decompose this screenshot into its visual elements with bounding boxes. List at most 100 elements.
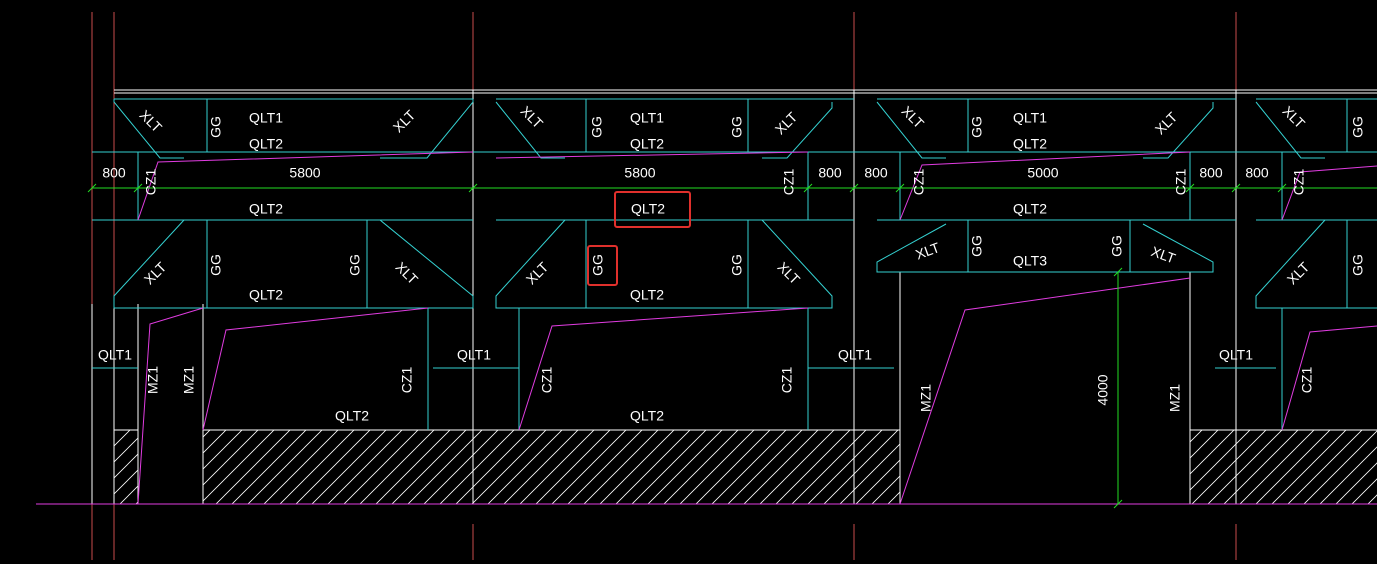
column-label-gg: GG	[1109, 235, 1125, 257]
wall-outlines	[91, 89, 1377, 504]
haunch-line	[1143, 102, 1214, 159]
opening-line	[495, 151, 809, 159]
haunch-label-xlt: XLT	[913, 239, 942, 263]
column-label-gg: GG	[1350, 116, 1366, 138]
beam-label-qlt2: QLT2	[249, 201, 283, 217]
column-label-cz1: CZ1	[779, 367, 795, 394]
dimension-label-5800: 5800	[289, 165, 320, 181]
haunch-label-xlt: XLT	[523, 258, 552, 287]
haunch-label-xlt: XLT	[390, 106, 419, 135]
column-label-cz1: CZ1	[539, 367, 555, 394]
haunch-label-xlt: XLT	[393, 259, 422, 288]
dimension-tick	[1113, 499, 1123, 509]
dimension-tick	[1277, 183, 1287, 193]
haunch-label-xlt: XLT	[772, 108, 801, 137]
haunch-label-xlt: XLT	[1149, 243, 1178, 267]
hatch-region	[1190, 430, 1377, 504]
opening-line	[1281, 165, 1377, 221]
haunch-label-xlt: XLT	[899, 103, 928, 132]
opening-line	[899, 277, 1191, 505]
dimension-label-800: 800	[102, 165, 126, 181]
column-label-gg: GG	[969, 116, 985, 138]
column-label-cz1: CZ1	[781, 169, 797, 196]
column-label-gg: GG	[729, 254, 745, 276]
column-label-mz1: MZ1	[181, 366, 197, 394]
opening-line	[1281, 325, 1377, 431]
beam-label-qlt2: QLT2	[630, 408, 664, 424]
column-label-mz1: MZ1	[918, 384, 934, 412]
beam-label-qlt2: QLT2	[630, 287, 664, 303]
beam-label-qlt1: QLT1	[838, 347, 872, 363]
column-label-cz1: CZ1	[1291, 169, 1307, 196]
dimension-label-800: 800	[864, 165, 888, 181]
dimension-label-5000: 5000	[1027, 165, 1058, 181]
dimension-lines	[87, 183, 1377, 509]
column-label-gg: GG	[208, 254, 224, 276]
column-label-cz1: CZ1	[1173, 169, 1189, 196]
beam-label-qlt1: QLT1	[457, 347, 491, 363]
opening-line	[202, 307, 429, 431]
column-label-gg: GG	[729, 116, 745, 138]
dimension-label-800: 800	[1199, 165, 1223, 181]
column-label-gg: GG	[590, 254, 606, 276]
haunch-line	[113, 99, 184, 159]
highlight-box-qlt2	[614, 191, 691, 228]
opening-line	[137, 307, 204, 505]
column-label-mz1: MZ1	[145, 366, 161, 394]
beam-label-qlt2: QLT2	[1013, 201, 1047, 217]
dimension-tick	[1185, 183, 1195, 193]
haunch-label-xlt: XLT	[1284, 258, 1313, 287]
haunch-line	[1255, 219, 1377, 309]
beam-label-qlt1: QLT1	[98, 347, 132, 363]
beam-label-qlt2: QLT2	[249, 136, 283, 152]
haunch-label-xlt: XLT	[1280, 103, 1309, 132]
haunch-labels: XLT XLT XLT XLT XLT XLT XLT XLT XLT XLT …	[137, 103, 1313, 288]
column-label-gg: GG	[1350, 254, 1366, 276]
haunch-label-xlt: XLT	[1152, 108, 1181, 137]
haunch-line	[495, 219, 833, 309]
haunch-line	[380, 99, 474, 159]
beam-label-qlt2: QLT2	[631, 201, 665, 217]
column-label-gg: GG	[208, 116, 224, 138]
dimension-tick	[895, 183, 905, 193]
haunch-line	[1255, 101, 1325, 159]
beam-label-qlt1: QLT1	[1219, 347, 1253, 363]
column-label-cz1: CZ1	[1299, 367, 1315, 394]
column-label-cz1: CZ1	[399, 367, 415, 394]
haunch-label-xlt: XLT	[137, 107, 166, 136]
column-label-gg: GG	[589, 116, 605, 138]
hatch-region	[203, 430, 900, 504]
haunch-line	[876, 223, 1214, 273]
dimension-label-4000: 4000	[1095, 374, 1111, 405]
column-label-cz1: CZ1	[911, 169, 927, 196]
dimension-tick	[1231, 183, 1241, 193]
haunch-line	[876, 101, 946, 159]
hatch-region	[114, 430, 138, 504]
column-label-cz1: CZ1	[143, 169, 159, 196]
column-label-gg: GG	[347, 254, 363, 276]
dimension-tick	[87, 183, 97, 193]
dimension-label-5800: 5800	[624, 165, 655, 181]
highlight-boxes	[587, 191, 691, 286]
beam-labels: QLT1 QLT2 QLT2 QLT2 QLT1 QLT2 QLT1 QLT2 …	[98, 110, 1253, 424]
dimension-tick	[849, 183, 859, 193]
column-label-gg: GG	[969, 235, 985, 257]
beam-label-qlt1: QLT1	[630, 110, 664, 126]
haunch-label-xlt: XLT	[775, 259, 804, 288]
dimension-tick	[803, 183, 813, 193]
haunch-line	[495, 101, 565, 159]
highlight-box-gg	[587, 245, 618, 286]
opening-line	[518, 307, 809, 431]
beam-label-qlt3: QLT3	[1013, 253, 1047, 269]
dimension-tick	[468, 183, 478, 193]
dimension-labels: 800 5800 5800 800 800 5000 800 800	[102, 165, 1269, 181]
opening-lines	[36, 151, 1377, 505]
beam-label-qlt1: QLT1	[1013, 110, 1047, 126]
haunch-line	[113, 219, 474, 309]
beam-label-qlt2: QLT2	[630, 136, 664, 152]
column-label-mz1: MZ1	[1167, 384, 1183, 412]
beam-label-qlt2: QLT2	[1013, 136, 1047, 152]
opening-line	[137, 151, 474, 221]
vertical-labels: GG GG GG GG GG GG GG GG GG GG GG GG CZ1 …	[143, 116, 1366, 412]
